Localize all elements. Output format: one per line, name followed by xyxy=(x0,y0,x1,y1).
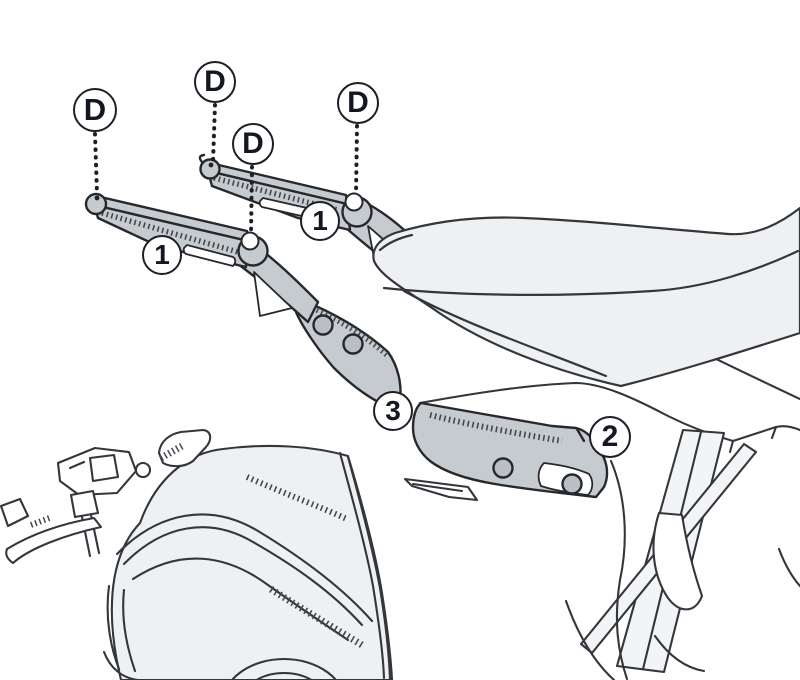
body-vent-trim xyxy=(403,477,479,502)
tail-top-edge xyxy=(418,381,800,443)
plate-hatch xyxy=(306,303,390,359)
gap-hatch-band xyxy=(245,474,349,522)
motorcycle-front-body xyxy=(0,428,394,680)
callout-2: 2 xyxy=(589,416,631,458)
leader-line-D-right xyxy=(354,124,359,197)
callout-D-right: D xyxy=(337,82,379,124)
left-arm-tip-hole xyxy=(94,195,100,201)
front-wheel-hub xyxy=(230,657,338,680)
callout-D-left: D xyxy=(73,88,117,132)
side-bracket-2 xyxy=(411,401,609,499)
rack-arm-left xyxy=(84,192,320,324)
left-arm-tip xyxy=(84,192,108,216)
master-cylinder xyxy=(69,489,100,519)
left-arm-slot xyxy=(182,244,237,267)
right-arm-tip xyxy=(199,158,221,180)
seat-seam xyxy=(382,249,800,296)
left-arm-cup-notch xyxy=(240,231,260,251)
left-arm-truss-opening xyxy=(253,271,293,317)
peg-bracket-hook xyxy=(652,511,704,611)
callout-label: D xyxy=(204,65,226,98)
callout-label: D xyxy=(242,127,264,160)
callout-D-top: D xyxy=(194,61,236,103)
callout-label: 1 xyxy=(312,205,328,236)
leader-line-D-left xyxy=(93,132,99,195)
brake-lever xyxy=(5,516,103,565)
seat-outline xyxy=(372,206,800,388)
front-fork xyxy=(102,584,140,680)
callout-label: 2 xyxy=(601,420,619,453)
handlebar-controls xyxy=(0,428,212,565)
callout-label: 1 xyxy=(154,239,170,270)
lever-spring-hatch xyxy=(29,514,54,528)
leader-lines xyxy=(93,103,359,236)
seat xyxy=(372,206,800,388)
bracket-hole-right xyxy=(561,473,583,495)
leader-line-D-top xyxy=(211,103,217,164)
right-arm-cup-notch xyxy=(344,192,364,212)
right-arm-tip-hole xyxy=(208,162,214,168)
callout-1-left: 1 xyxy=(142,235,182,275)
bracket-hole-left xyxy=(492,457,514,479)
leader-line-D-mid xyxy=(249,165,254,236)
callout-label: D xyxy=(347,86,369,119)
callout-3: 3 xyxy=(373,391,413,431)
plate-hole-lower xyxy=(342,333,364,355)
mirror-mount xyxy=(134,461,152,479)
callout-D-mid: D xyxy=(232,123,274,165)
bracket-hatch xyxy=(429,412,563,444)
handlebar-grip xyxy=(157,428,212,468)
callout-1-right: 1 xyxy=(300,201,340,241)
callout-label: 3 xyxy=(385,395,401,426)
switch-housing xyxy=(56,446,138,497)
callout-label: D xyxy=(83,92,107,127)
plate-hole-upper xyxy=(312,314,334,336)
